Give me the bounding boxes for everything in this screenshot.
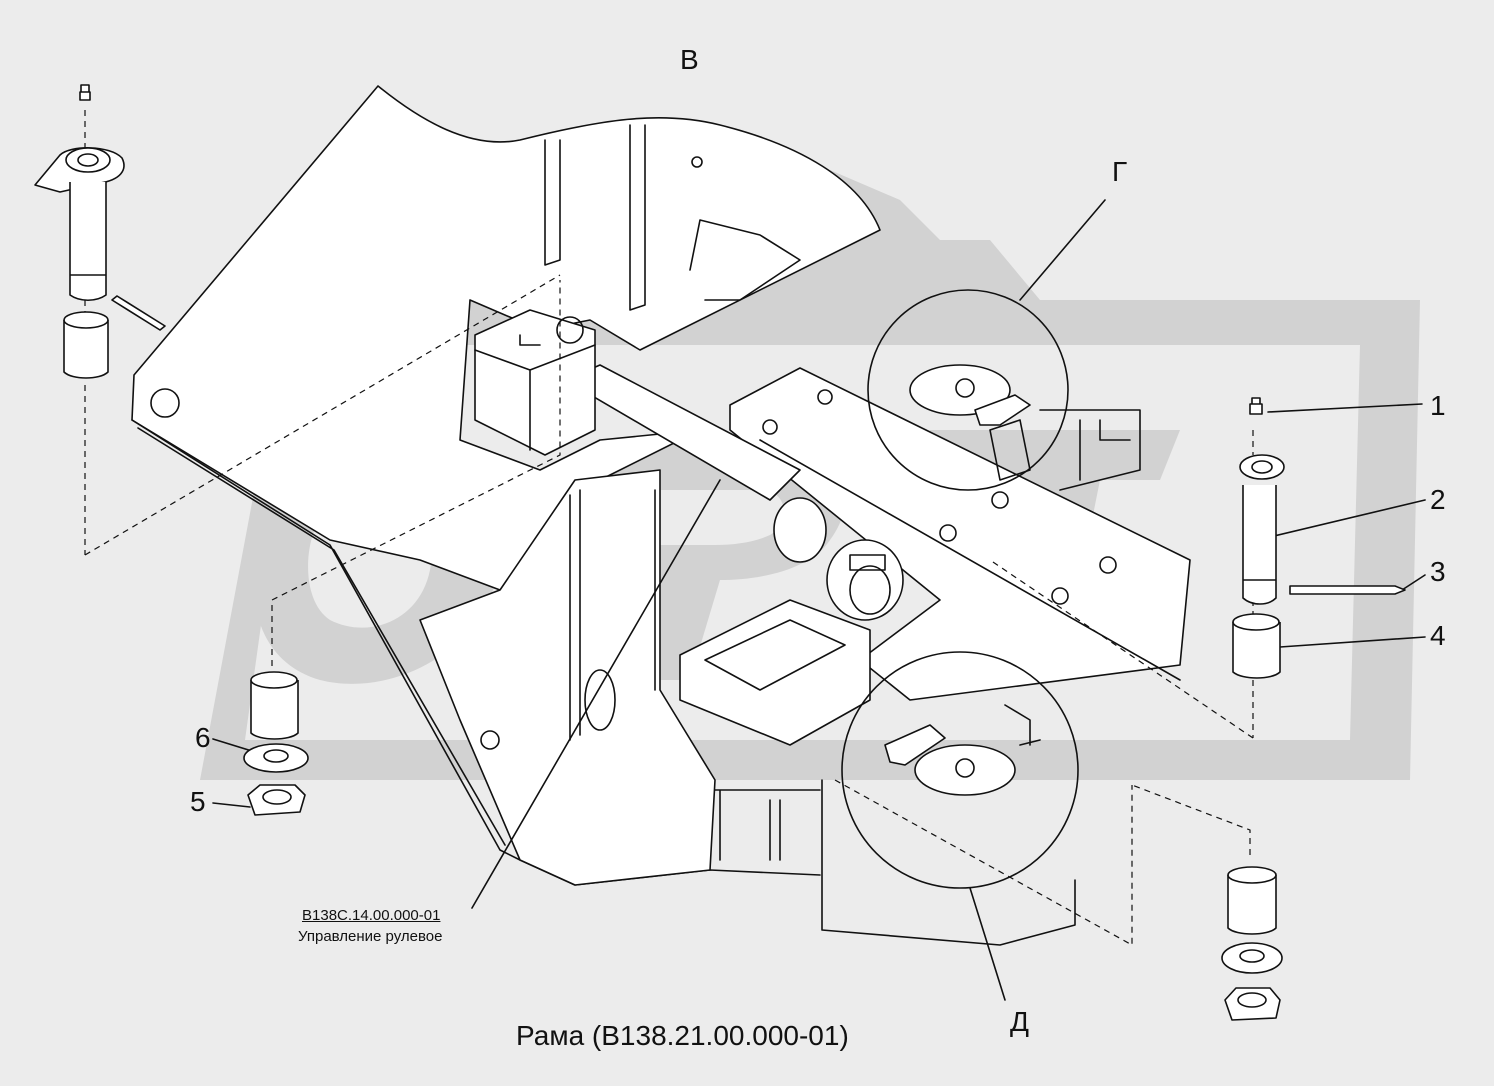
right-pin-head-bore [1251, 460, 1273, 474]
detail-circle-d [841, 651, 1079, 889]
rail-hole-1 [762, 419, 778, 435]
frame-hole-lower [480, 730, 500, 750]
detail-g-structure [1039, 409, 1141, 491]
steering-rail-top-edge [759, 439, 1181, 681]
watermark-letter-p [600, 440, 847, 680]
dash-right-diagonal [989, 559, 1254, 739]
rod-end-joint [773, 497, 827, 563]
callout-3: 3 [1430, 556, 1446, 587]
frame-side-rib [569, 489, 656, 741]
left-pin-head-bore [77, 153, 99, 167]
rail-hole-6 [1051, 587, 1069, 605]
callout-1: 1 [1430, 390, 1446, 421]
lower-right-washer-hole [1239, 949, 1265, 963]
left-bushing-top [63, 311, 109, 329]
detail-d-bolt [955, 758, 975, 778]
detail-d-cap [914, 744, 1016, 796]
rail-hole-5 [1099, 556, 1117, 574]
steering-rail [729, 367, 1191, 701]
detail-g-bolt [955, 378, 975, 398]
left-block-face [474, 344, 596, 451]
lower-right-nut-bore [1237, 992, 1267, 1008]
leader-1 [1267, 403, 1423, 413]
detail-d-base [821, 779, 1076, 946]
leader-6 [212, 738, 256, 753]
callout-4: 4 [1430, 620, 1446, 651]
lower-roller [584, 669, 616, 731]
lower-left-nut-bore [262, 789, 292, 805]
frame-bottom-rib [714, 789, 821, 861]
detail-d-tube [1004, 704, 1041, 746]
rail-hole-3 [991, 491, 1009, 509]
reference-code: В138С.14.00.000-01 [302, 907, 441, 924]
left-block [474, 309, 596, 456]
rod-end-eye-inner [849, 565, 891, 615]
left-block-hole [556, 316, 584, 344]
right-exploded-parts [1221, 397, 1406, 1021]
lower-left-bushing-top [250, 671, 298, 689]
leader-2 [1269, 499, 1426, 538]
drawing-caption: Рама (В138.21.00.000-01) [516, 1020, 849, 1051]
left-block-slot [519, 334, 541, 346]
drawing-lines [131, 85, 1426, 1001]
frame-rib-upper [544, 124, 646, 311]
detail-g-cylinder [989, 419, 1031, 481]
reference-name: Управление рулевое [298, 928, 443, 945]
lower-box-inner [704, 619, 846, 691]
detail-g-cap [909, 364, 1011, 416]
frame-hole-left [150, 388, 180, 418]
right-pin-body [1242, 485, 1277, 605]
right-bushing [1232, 622, 1281, 679]
frame-plate-edge-inner [137, 427, 506, 846]
view-label-v: В [680, 44, 699, 75]
frame-plate [131, 85, 881, 591]
leader-ref [471, 479, 721, 909]
leader-4 [1279, 636, 1426, 648]
right-grease-fitting [1249, 397, 1263, 415]
left-pin-body [69, 182, 107, 302]
dash-d-lower [834, 779, 1251, 947]
rod-end-eye [826, 539, 904, 621]
left-bushing [63, 320, 109, 379]
left-cotter-pin [111, 295, 166, 331]
leader-g [1019, 199, 1106, 301]
rod-end-pin [849, 554, 886, 571]
view-label-g: Г [1112, 156, 1128, 187]
lower-right-bushing [1227, 875, 1277, 935]
detail-circle-g [867, 289, 1069, 491]
leader-d [969, 887, 1006, 1001]
view-label-d: Д [1010, 1006, 1029, 1037]
lower-left-bushing [250, 680, 299, 740]
callout-5: 5 [190, 786, 206, 817]
frame-side-wall [419, 469, 716, 886]
callout-2: 2 [1430, 484, 1446, 515]
detail-g-clip [974, 394, 1031, 426]
left-grease-fitting [79, 84, 91, 101]
dash-left-diagonal-2 [271, 280, 561, 601]
lower-right-bushing-top [1227, 866, 1277, 884]
dash-left-diagonal [84, 274, 561, 556]
leader-3 [1401, 574, 1426, 591]
detail-d-clip [884, 724, 946, 766]
lower-left-washer-hole [263, 749, 289, 763]
right-bushing-top [1232, 613, 1280, 631]
callout-6: 6 [195, 722, 211, 753]
rail-hole-4 [939, 524, 957, 542]
left-exploded-parts [34, 84, 309, 816]
frame-hole-top [691, 156, 703, 168]
frame-rib-upper-2 [689, 219, 801, 301]
rail-hole-2 [817, 389, 833, 405]
right-cotter-pin [1289, 585, 1406, 595]
leader-5 [212, 802, 251, 808]
lower-box [679, 599, 871, 746]
